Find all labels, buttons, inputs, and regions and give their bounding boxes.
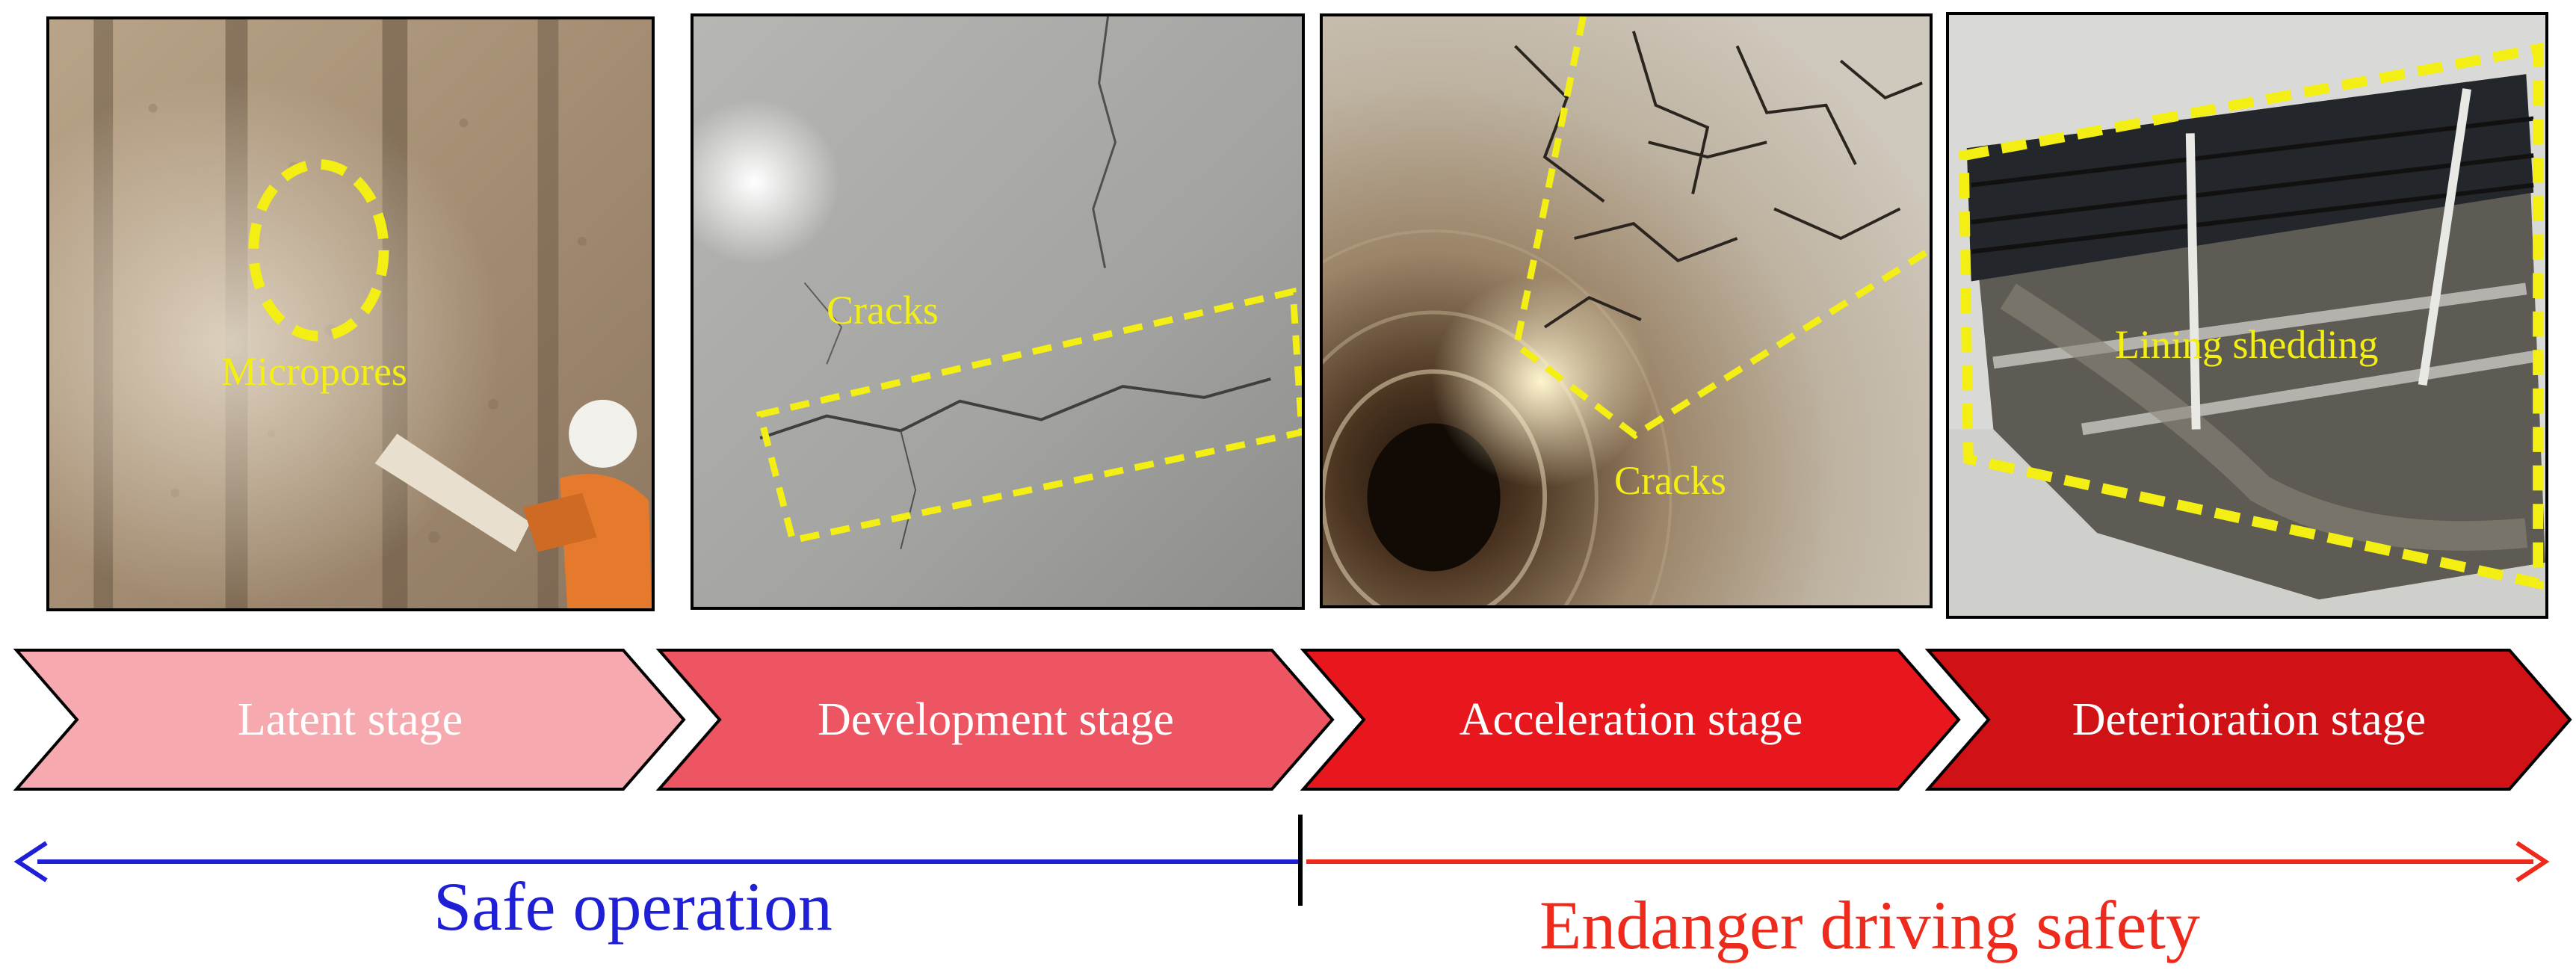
acceleration-stage-chevron bbox=[1300, 649, 1961, 791]
development-cracks-label: Cracks bbox=[827, 288, 939, 333]
acceleration-cracks-highlight-box bbox=[1513, 16, 1930, 439]
development-cracks-highlight-box bbox=[756, 287, 1302, 545]
acceleration-stage-label: Acceleration stage bbox=[1459, 694, 1803, 745]
photo-micropores: Micropores bbox=[46, 16, 655, 611]
deterioration-stage-chevron bbox=[1924, 649, 2572, 791]
lining-shedding-label: Lining shedding bbox=[2115, 322, 2379, 367]
photo-lining-shedding: Lining shedding bbox=[1946, 12, 2548, 619]
lining-shedding-image bbox=[1949, 15, 2545, 616]
micropores-highlight-ellipse bbox=[248, 159, 389, 342]
development-stage-label: Development stage bbox=[818, 694, 1174, 745]
latent-stage-label: Latent stage bbox=[237, 694, 463, 745]
lining-shedding-highlight-box bbox=[1958, 43, 2544, 590]
safe-operation-arrowhead bbox=[13, 841, 48, 883]
endanger-driving-safety-label: Endanger driving safety bbox=[1539, 887, 2200, 963]
acceleration-tunnel-image bbox=[1323, 16, 1930, 605]
deterioration-stage-label: Deterioration stage bbox=[2072, 694, 2427, 745]
safe-operation-label: Safe operation bbox=[433, 868, 833, 945]
danger-arrowhead bbox=[2515, 841, 2550, 883]
development-stage-chevron bbox=[655, 649, 1335, 791]
micropores-image bbox=[49, 19, 652, 608]
photo-cracks-acceleration: Cracks bbox=[1320, 13, 1933, 608]
micropores-label: Micropores bbox=[221, 349, 407, 394]
photo-cracks-development: Cracks bbox=[691, 13, 1305, 610]
acceleration-cracks-label: Cracks bbox=[1614, 458, 1726, 503]
latent-stage-chevron bbox=[13, 649, 686, 791]
